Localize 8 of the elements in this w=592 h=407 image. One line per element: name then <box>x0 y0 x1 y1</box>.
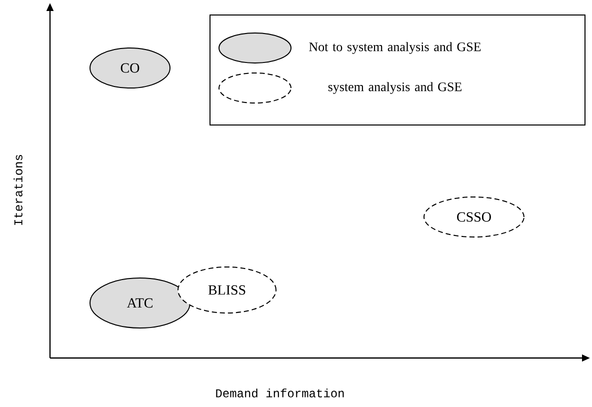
axis-label: Demand information <box>216 388 344 398</box>
axis-label: Iterations <box>14 154 22 225</box>
legend-text: system analysis and GSE <box>328 82 462 94</box>
ellipse-node: CSSO <box>424 196 524 238</box>
ellipse-node: ATC <box>90 278 190 328</box>
ellipse-node: CO <box>90 48 170 88</box>
ellipse-node: BLISS <box>178 266 276 314</box>
legend-text: Not to system analysis and GSE <box>309 42 481 54</box>
